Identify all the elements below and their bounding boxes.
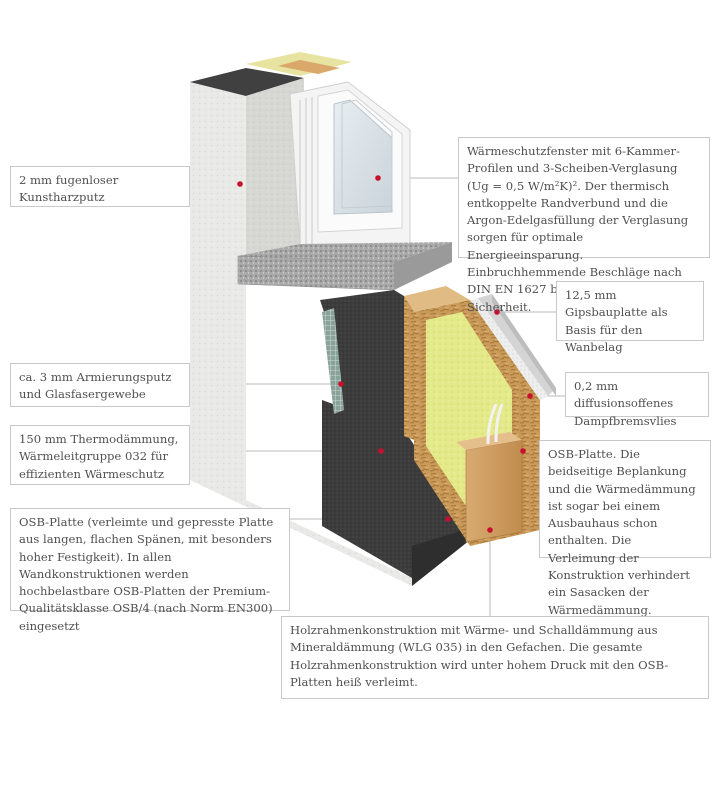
osb-inner-board-top (404, 286, 470, 312)
window-reveal-left (246, 78, 304, 262)
marker-vapor (527, 393, 533, 399)
callout-mesh: ca. 3 mm Armierungsputz und Glasfasergew… (10, 363, 190, 407)
marker-frame (487, 527, 493, 533)
callout-plaster: 2 mm fugenloser Kunstharzputz (10, 166, 190, 207)
marker-osb-inner (520, 448, 526, 454)
marker-mesh (338, 381, 344, 387)
window-sill-top (238, 242, 452, 262)
outer-wall-top (190, 68, 304, 96)
window-profile-chambers (299, 97, 313, 248)
callout-vapor: 0,2 mm diffusionsoffenes Dampfbremsvlies (565, 372, 709, 428)
osb-outer-board (404, 294, 414, 440)
window-sill-edge (394, 242, 452, 290)
callout-frame: Holzrahmenkonstruktion mit Wärme- und Sc… (281, 616, 709, 699)
marker-insulation (378, 448, 384, 454)
marker-osb-outer (445, 516, 451, 522)
outer-wall-front (190, 68, 412, 586)
wall-cap-wood (278, 60, 340, 74)
vapor-barrier-fleece (470, 298, 548, 400)
electrical-cables (486, 403, 504, 445)
callout-window: Wärmeschutzfenster mit 6-Kammer-Profilen… (458, 137, 710, 314)
eps-insulation-floor (322, 400, 470, 578)
marker-plaster (237, 181, 243, 187)
window-sill-front (237, 255, 395, 291)
callout-insulation: 150 mm Thermodämmung, Wärmeleitgruppe 03… (10, 425, 190, 485)
callout-osb-inner: OSB-Platte. Die beidseitige Beplankung u… (539, 440, 711, 617)
reinforcement-mesh (322, 308, 344, 414)
window-glass-pane-2 (341, 99, 393, 209)
marker-dots (237, 175, 533, 533)
wood-stud (465, 439, 523, 543)
gypsum-board (478, 294, 556, 396)
eps-insulation-front (412, 528, 470, 586)
marker-window (375, 175, 381, 181)
callout-osb-outer: OSB-Platte (verleimte und gepresste Plat… (10, 508, 290, 633)
gypsum-board-face (492, 294, 556, 396)
callout-gypsum: 12,5 mm Gipsbauplatte als Basis für den … (556, 281, 704, 354)
marker-gypsum (494, 309, 500, 315)
